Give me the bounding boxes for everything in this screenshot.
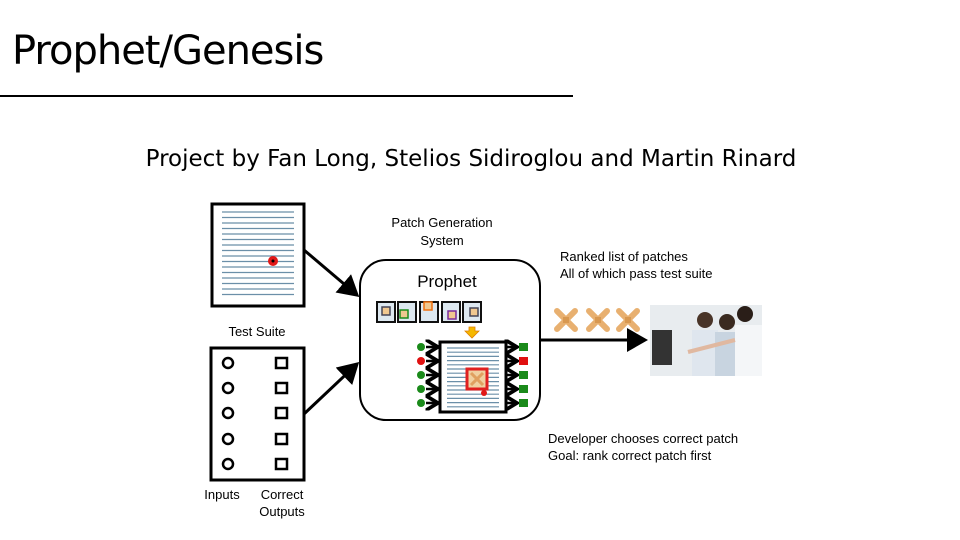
patch-bandaid-icon [554,308,578,332]
arrow-source-to-prophet [303,248,360,297]
output-square-icon [274,381,289,395]
inputs-label: Inputs [204,487,240,502]
source-code-document [210,202,306,308]
output-square-icon [274,432,289,446]
input-circle-icon [221,432,235,446]
bug-icon [268,256,278,266]
developer-chooses-text: Developer chooses correct patch [548,431,739,446]
test-output-fail-square [519,357,528,365]
test-output-pass-square [519,371,528,379]
title-underline [0,95,573,97]
outputs-label-2: Outputs [259,504,305,519]
developers-photo [650,305,762,376]
input-circle-icon [221,406,235,420]
bug-icon [481,390,487,396]
system-label-2: System [420,233,464,248]
candidate-patches [376,301,482,323]
output-square-icon [274,457,289,471]
test-input-pass-dot [417,343,425,351]
ranked-patches [554,308,640,332]
down-arrow-icon [464,326,480,339]
goal-text: Goal: rank correct patch first [548,448,712,463]
input-circle-icon [221,457,235,471]
test-input-pass-dot [417,399,425,407]
slide-subtitle: Project by Fan Long, Stelios Sidiroglou … [145,146,797,172]
candidate-patch-icon [462,301,482,323]
system-label-1: Patch Generation [391,215,493,230]
prophet-label: Prophet [417,272,477,291]
test-suite-box [209,346,306,482]
output-square-icon [274,356,289,370]
test-input-fail-dot [417,357,425,365]
input-circle-icon [221,356,235,370]
candidate-patch-icon [397,301,417,323]
input-circle-icon [221,381,235,395]
test-input-pass-dot [417,371,425,379]
output-square-icon [274,406,289,420]
candidate-patch-icon [376,301,396,323]
patch-bandaid-icon [586,308,610,332]
test-output-pass-square [519,385,528,393]
patched-document [438,340,508,414]
test-output-pass-square [519,343,528,351]
test-input-pass-dot [417,385,425,393]
candidate-patch-icon [419,301,439,323]
candidate-patch-icon [441,301,461,323]
test-suite-label: Test Suite [228,324,286,339]
pass-test-suite-text: All of which pass test suite [560,266,713,281]
test-output-pass-square [519,399,528,407]
slide-title: Prophet/Genesis [12,28,324,74]
outputs-label-1: Correct [260,487,304,502]
ranked-list-text: Ranked list of patches [560,249,688,264]
arrow-tests-to-prophet [302,361,360,416]
patch-bandaid-icon [616,308,640,332]
